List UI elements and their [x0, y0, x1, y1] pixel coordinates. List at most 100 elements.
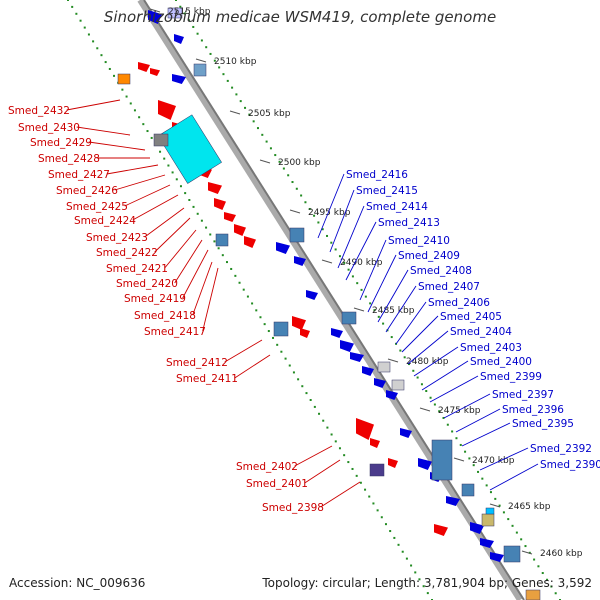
outer-dotted-track	[272, 336, 275, 339]
inner-dotted-track	[481, 477, 484, 480]
grey-feature	[377, 361, 391, 373]
reverse-gene	[418, 458, 432, 470]
forward-gene	[138, 62, 150, 72]
outer-dotted-track	[75, 12, 78, 15]
gene-label-right: Smed_2410	[388, 235, 450, 247]
leader-line-left	[88, 141, 146, 151]
steelblue-feature	[503, 545, 521, 563]
tick-label: 2475 kbp	[438, 406, 481, 416]
inner-dotted-track	[200, 39, 203, 42]
inner-dotted-track	[334, 248, 337, 251]
inner-dotted-track	[515, 531, 518, 534]
inner-dotted-track	[524, 545, 527, 548]
outer-dotted-track	[209, 233, 212, 236]
reverse-gene	[306, 290, 318, 300]
backbone-edge	[143, 0, 525, 600]
leader-line-left	[154, 217, 191, 253]
inner-dotted-track	[222, 73, 225, 76]
forward-gene	[434, 524, 448, 536]
gene-label-left: Smed_2418	[134, 310, 196, 322]
forward-gene	[244, 236, 256, 248]
inner-dotted-track	[248, 113, 251, 116]
tick-mark	[419, 407, 431, 412]
outer-dotted-track	[259, 316, 262, 319]
outer-dotted-track	[401, 550, 404, 553]
gene-label-right: Smed_2399	[480, 371, 542, 383]
tick-label: 2470 kbp	[472, 456, 515, 466]
forward-gene	[292, 316, 306, 330]
forward-gene	[158, 100, 176, 120]
outer-dotted-track	[188, 199, 191, 201]
inner-dotted-track	[489, 491, 492, 494]
outer-dotted-track	[196, 212, 199, 215]
leader-line-right	[443, 393, 491, 419]
outer-dotted-track	[318, 412, 321, 415]
forward-gene	[370, 438, 380, 448]
gene-label-left: Smed_2412	[166, 357, 228, 369]
outer-dotted-track	[225, 261, 228, 264]
map-title: Sinorhizobium medicae WSM419, complete g…	[103, 8, 497, 26]
leader-line-left	[114, 174, 166, 191]
outer-dotted-track	[267, 330, 270, 333]
leader-line-right	[377, 269, 409, 323]
gene-label-right: Smed_2416	[346, 169, 408, 181]
outer-dotted-track	[276, 343, 279, 346]
inner-dotted-track	[196, 32, 199, 35]
forward-gene	[150, 68, 160, 76]
outer-dotted-track	[129, 102, 132, 105]
outer-dotted-track	[297, 378, 300, 381]
outer-dotted-track	[171, 171, 174, 174]
orange-feature	[525, 589, 541, 600]
forward-gene	[388, 458, 398, 468]
leader-line-left	[132, 194, 179, 221]
outer-dotted-track	[138, 116, 141, 119]
inner-dotted-track	[326, 234, 329, 237]
accession-text: Accession: NC_009636	[9, 576, 146, 590]
inner-dotted-track	[399, 349, 402, 352]
inner-dotted-track	[528, 551, 531, 554]
tick-mark	[321, 259, 333, 264]
outer-dotted-track	[355, 474, 358, 477]
outer-dotted-track	[359, 481, 362, 484]
gene-label-right: Smed_2404	[450, 326, 512, 338]
inner-dotted-track	[360, 288, 363, 291]
inner-dotted-track	[477, 470, 480, 473]
inner-dotted-track	[407, 363, 410, 366]
inner-dotted-track	[313, 214, 316, 217]
inner-dotted-track	[485, 484, 488, 487]
outer-dotted-track	[334, 440, 337, 443]
inner-dotted-track	[442, 416, 445, 419]
outer-dotted-track	[393, 536, 396, 539]
outer-dotted-track	[251, 302, 254, 305]
outer-dotted-track	[384, 523, 387, 526]
inner-dotted-track	[179, 5, 182, 8]
steelblue-feature	[431, 439, 453, 481]
gene-label-right: Smed_2405	[440, 311, 502, 323]
inner-dotted-track	[390, 336, 393, 339]
inner-dotted-track	[351, 275, 354, 278]
steelblue-feature	[193, 63, 207, 77]
gene-label-left: Smed_2426	[56, 185, 118, 197]
outer-dotted-track	[305, 392, 308, 395]
inner-dotted-track	[533, 558, 536, 561]
outer-dotted-track	[313, 405, 316, 408]
tick-mark	[149, 8, 161, 13]
gene-label-right: Smed_2397	[492, 389, 554, 401]
tick-label: 2485 kbp	[372, 306, 415, 316]
outer-dotted-track	[213, 240, 216, 243]
tick-mark	[289, 209, 301, 214]
outer-dotted-track	[67, 0, 69, 1]
inner-dotted-track	[472, 464, 475, 467]
outer-dotted-track	[71, 5, 74, 8]
outer-dotted-track	[301, 385, 304, 388]
inner-dotted-track	[213, 59, 216, 62]
outer-dotted-track	[79, 19, 82, 22]
outer-dotted-track	[175, 178, 178, 181]
grey-feature	[167, 7, 183, 19]
inner-dotted-track	[502, 511, 505, 514]
inner-dotted-track	[256, 127, 259, 130]
reverse-gene	[480, 538, 494, 548]
inner-dotted-track	[304, 201, 307, 204]
leader-line-left	[192, 261, 213, 316]
